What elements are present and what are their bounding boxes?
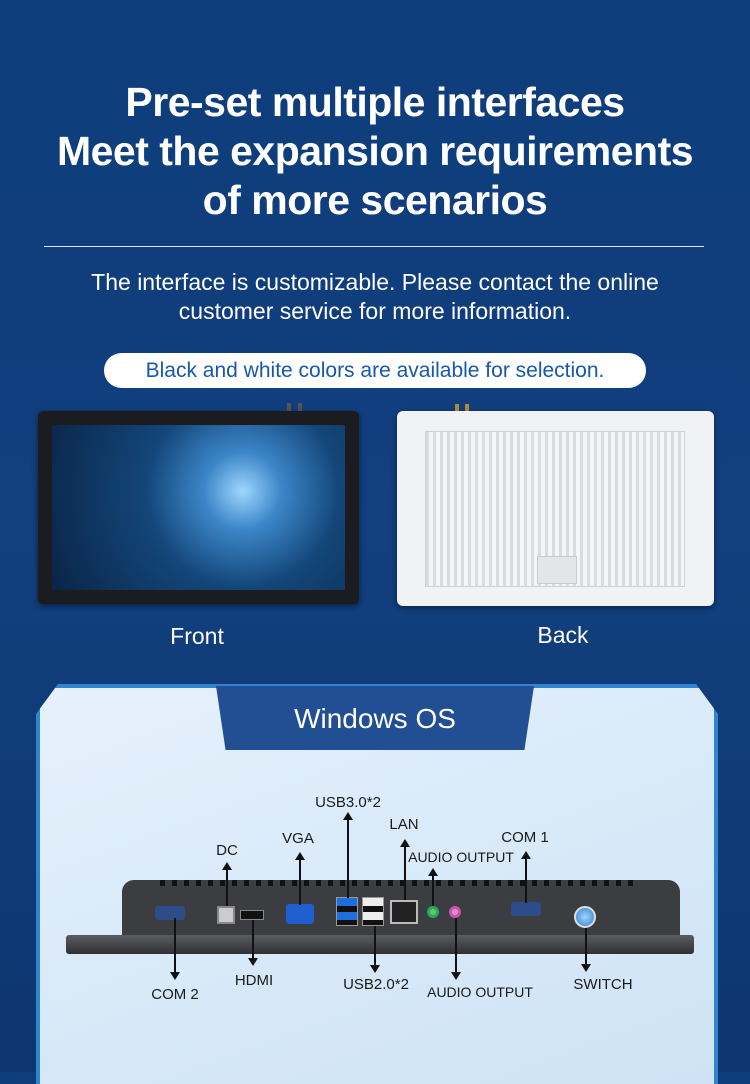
arrow-audio-bottom: [452, 918, 460, 980]
label-audio-bottom: AUDIO OUTPUT: [427, 984, 533, 1000]
label-switch: SWITCH: [573, 976, 633, 993]
touchscreen-display: [52, 425, 345, 590]
front-product-image: [38, 411, 359, 604]
arrow-usb2: [371, 926, 379, 973]
antenna-icon: [298, 403, 302, 413]
vents: [160, 880, 640, 886]
back-label: Back: [537, 622, 589, 648]
arrow-com1: [522, 851, 530, 903]
com1-port-icon: [511, 902, 541, 916]
arrow-com2: [171, 918, 179, 980]
headline: Pre-set multiple interfaces Meet the exp…: [0, 78, 750, 225]
usb2-ports-icon: [362, 897, 384, 926]
os-tab-title: Windows OS: [216, 686, 534, 750]
label-com1: COM 1: [501, 829, 549, 846]
arrow-switch: [582, 928, 590, 972]
label-hdmi: HDMI: [234, 972, 274, 989]
audio-out-green-icon: [427, 906, 439, 918]
arrow-hdmi: [249, 920, 257, 966]
io-cover: [537, 556, 577, 584]
com2-port-icon: [155, 906, 185, 920]
headline-line-3: of more scenarios: [202, 177, 548, 223]
label-usb2: USB2.0*2: [343, 976, 409, 993]
subtitle: The interface is customizable. Please co…: [0, 268, 750, 326]
label-com2: COM 2: [151, 986, 199, 1003]
usb3-ports-icon: [336, 897, 358, 926]
back-product-image: [397, 411, 714, 606]
subtitle-line-2: customer service for more information.: [178, 298, 572, 324]
vga-port-icon: [286, 904, 314, 924]
arrow-lan: [401, 839, 409, 900]
label-audio-top: AUDIO OUTPUT: [408, 849, 514, 865]
device-base: [66, 935, 694, 954]
antenna-icon: [287, 403, 291, 413]
label-usb3: USB3.0*2: [315, 794, 381, 811]
front-label: Front: [170, 623, 224, 649]
lan-port-icon: [390, 900, 418, 924]
power-switch-icon[interactable]: [574, 906, 596, 928]
arrow-usb3: [344, 812, 352, 898]
subtitle-line-1: The interface is customizable. Please co…: [91, 269, 659, 295]
arrow-audio-top: [429, 868, 437, 906]
dc-port-icon: [217, 906, 235, 924]
antenna-icon: [455, 404, 459, 414]
label-dc: DC: [216, 842, 238, 859]
headline-line-2: Meet the expansion requirements: [56, 128, 694, 174]
audio-out-pink-icon: [449, 906, 461, 918]
color-note-badge: Black and white colors are available for…: [104, 353, 646, 388]
antenna-icon: [465, 404, 469, 414]
headline-line-1: Pre-set multiple interfaces: [125, 79, 625, 125]
divider: [44, 246, 704, 247]
arrow-dc: [223, 862, 231, 906]
hdmi-port-icon: [240, 910, 264, 920]
label-vga: VGA: [282, 830, 314, 847]
arrow-vga: [296, 852, 304, 905]
label-lan: LAN: [389, 816, 419, 833]
